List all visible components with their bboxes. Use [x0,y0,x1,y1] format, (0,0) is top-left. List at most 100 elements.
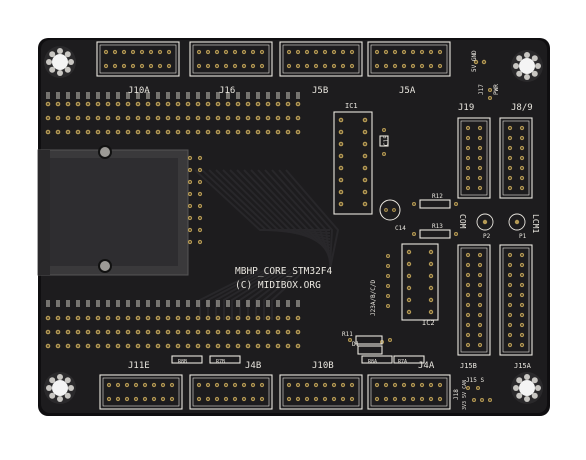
via [531,55,538,62]
label-p2: P2 [483,233,491,240]
pad-hole [257,345,259,347]
pad-hole [521,344,523,346]
c14-pads [384,208,396,212]
pad-hole [287,345,289,347]
pad-hole [198,65,200,67]
pad-hole [509,137,511,139]
pad-hole [277,117,279,119]
pad-hole [340,167,342,169]
header-j15b [457,244,491,356]
pad-hole [467,137,469,139]
pad-hole [351,398,353,400]
pad-hole [159,51,161,53]
pad-hole [467,304,469,306]
pad-hole [197,317,199,319]
pad-hole [297,331,299,333]
pad-hole [387,255,389,257]
pad-hole [521,284,523,286]
pad-hole [247,131,249,133]
header-j15b-pads [465,252,483,348]
pin-name-mark [146,300,150,307]
pad-hole [141,65,143,67]
pin-name-mark [286,300,290,307]
via [516,55,523,62]
pad-hole [521,157,523,159]
pad-hole [467,147,469,149]
pad-hole [349,339,351,341]
pad-hole [430,311,432,313]
label-r8a: R8A [368,359,377,365]
pin-name-mark [256,92,260,99]
pad-hole [509,127,511,129]
pin-name-mark [126,92,130,99]
pad-hole [77,331,79,333]
trace [257,169,331,258]
pad-hole [57,117,59,119]
pad-hole [257,317,259,319]
r13-pads [412,232,458,236]
pad-hole [509,147,511,149]
pad-hole [324,65,326,67]
pad-hole [267,117,269,119]
mount-hole [52,54,68,70]
via [516,392,523,399]
pad-hole [117,398,119,400]
pad-hole [147,331,149,333]
pad-hole [207,51,209,53]
pad-hole [225,384,227,386]
header-j8-9 [499,117,533,199]
via [513,63,519,69]
pad-hole [105,51,107,53]
pad-hole [207,103,209,105]
r7a-body [393,355,425,364]
pad-hole [261,65,263,67]
trace [278,169,334,267]
pad-hole [430,51,432,53]
pad-hole [364,167,366,169]
pad-hole [364,191,366,193]
pad-hole [467,187,469,189]
pad-hole [57,345,59,347]
pad-hole [117,117,119,119]
label-j16: J16 [219,86,235,96]
via [64,51,71,58]
pad-hole [67,331,69,333]
pad-hole [408,275,410,277]
pad-hole [117,384,119,386]
ic2-pads [406,249,434,315]
pad-hole [412,384,414,386]
pad-hole [107,131,109,133]
pad-hole [199,241,201,243]
pad-hole [177,345,179,347]
pad-hole [207,117,209,119]
pad-hole [252,398,254,400]
header-j15b-inner [460,247,488,353]
via [531,377,538,384]
pad-hole [127,345,129,347]
pad-hole [47,345,49,347]
pad-hole [171,398,173,400]
via [46,385,52,391]
header-j10a [96,41,180,77]
pad-hole [267,331,269,333]
trace [231,269,281,320]
label-j59-pwr: PWR [493,84,500,95]
label-j11e: J11E [128,361,150,371]
j23-pads [386,254,390,308]
pad-hole [252,384,254,386]
label-j4b: J4B [245,361,261,371]
pad-hole [117,331,119,333]
pad-hole [77,131,79,133]
via [524,52,530,58]
pad-hole [137,345,139,347]
pad-hole [393,209,395,211]
pad-hole [288,51,290,53]
pad-hole [315,65,317,67]
pad-hole [467,334,469,336]
r12-pads [412,202,458,206]
trimmer-p2-pad [482,219,488,225]
pad-hole [199,229,201,231]
pad-hole [403,398,405,400]
pad-hole [340,203,342,205]
